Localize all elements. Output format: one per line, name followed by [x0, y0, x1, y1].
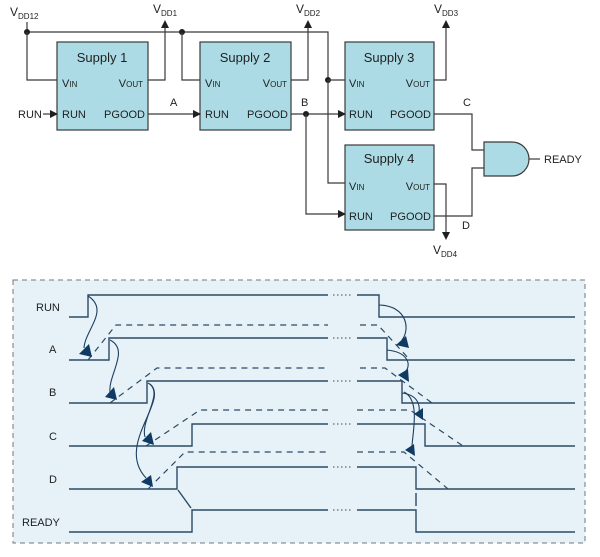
node-d-label: D — [462, 220, 470, 232]
supply2-vin-wire — [181, 32, 200, 81]
timing-panel — [12, 279, 586, 544]
timing-label-run: RUN — [36, 302, 60, 314]
arrow-head — [405, 444, 415, 456]
vdd3-output-wire — [434, 20, 450, 81]
ready-waveform — [69, 489, 575, 533]
timing-label-a: A — [49, 344, 57, 356]
supply-1-run-label: RUN — [62, 109, 86, 121]
supply-2-vin-label: VIN — [205, 78, 221, 90]
timing-diagram: RUN A B C D READY — [12, 279, 586, 544]
supply-2-pgood-label: PGOOD — [247, 109, 288, 121]
b-waveform — [69, 367, 575, 404]
supply-4-pgood-label: PGOOD — [390, 211, 431, 223]
supply-4-vin-label: VIN — [349, 181, 365, 193]
arrow-head — [105, 387, 117, 400]
vdd4-output-wire — [434, 183, 450, 240]
arrow-head — [79, 344, 92, 357]
node-b-branch-wire — [305, 114, 346, 218]
vdd12-rail-wire — [26, 22, 329, 80]
supply-1-block — [56, 41, 149, 131]
vdd1-output-wire — [148, 20, 169, 81]
supply-3-pgood-label: PGOOD — [390, 109, 431, 121]
run-waveform — [69, 294, 575, 318]
node-c-wire — [434, 113, 484, 151]
supply-2-block — [199, 41, 292, 131]
timing-label-b: B — [49, 387, 56, 399]
supply-4-run-label: RUN — [349, 211, 373, 223]
supply-2-run-label: RUN — [205, 109, 229, 121]
supply-3-vin-label: VIN — [349, 78, 365, 90]
a-vdd-ramp-dashed — [87, 324, 328, 361]
arrow-head — [398, 369, 409, 382]
power-up-arrows — [79, 295, 156, 487]
a-waveform — [69, 324, 575, 361]
supply1-vin-wire — [26, 32, 57, 81]
vdd12-label: VDD12 — [10, 5, 39, 21]
supply-3-vout-label: VOUT — [406, 78, 430, 90]
vdd4-label: VDD4 — [433, 243, 458, 259]
power-down-arrows — [378, 304, 423, 456]
arrow-head — [142, 432, 154, 445]
supply-4-vout-label: VOUT — [406, 181, 430, 193]
node-b-label: B — [301, 97, 308, 109]
timing-label-d: D — [49, 474, 57, 486]
timing-label-c: C — [49, 431, 57, 443]
node-a-label: A — [170, 97, 178, 109]
supply-1-vin-label: VIN — [62, 78, 78, 90]
arrow-head — [141, 475, 153, 487]
supply-2-title: Supply 2 — [220, 50, 271, 65]
supply-3-run-label: RUN — [349, 109, 373, 121]
vdd3-label: VDD3 — [434, 2, 459, 18]
vdd2-output-wire — [291, 20, 312, 81]
arrow-head — [414, 408, 423, 420]
supply-1-title: Supply 1 — [77, 50, 128, 65]
arrow-head — [396, 336, 409, 348]
d-vdd-ramp-dashed — [147, 451, 328, 490]
b-vdd-ramp-dashed — [109, 367, 328, 404]
supply-4-title: Supply 4 — [364, 151, 415, 166]
node-d-wire — [434, 167, 484, 217]
supply-3-block — [344, 41, 435, 131]
vdd1-label: VDD1 — [153, 2, 178, 18]
and-gate — [483, 141, 530, 177]
supply-3-title: Supply 3 — [364, 50, 415, 65]
supply-1-vout-label: VOUT — [119, 78, 143, 90]
node-c-label: C — [463, 97, 471, 109]
supply4-vin-wire — [327, 80, 345, 184]
supply-4-block — [344, 144, 435, 231]
ready-output-label: READY — [544, 154, 583, 166]
vdd2-label: VDD2 — [296, 2, 321, 18]
supply-1-pgood-label: PGOOD — [104, 109, 145, 121]
run-input-label: RUN — [18, 109, 42, 121]
schematic: VDD12 Supply 1 VIN VOUT RUN PGOOD Supply… — [10, 2, 583, 259]
c-waveform — [69, 409, 575, 447]
d-waveform — [69, 451, 575, 490]
supply-2-vout-label: VOUT — [263, 78, 287, 90]
timing-label-ready: READY — [22, 517, 61, 529]
